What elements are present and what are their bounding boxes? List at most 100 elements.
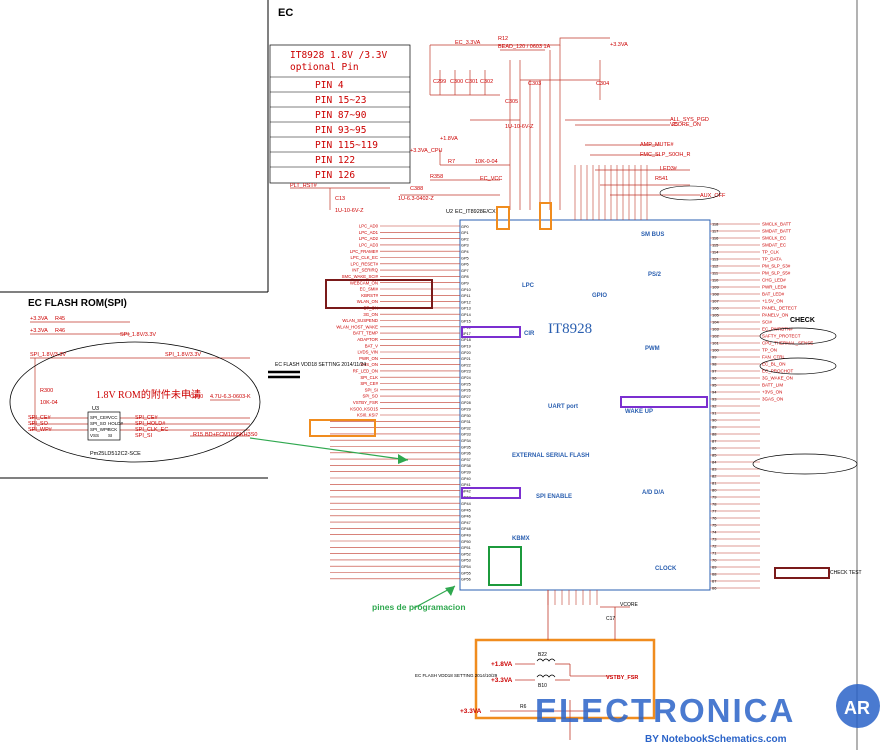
signal-label: RF_LED_ON — [353, 369, 378, 374]
date-note: EC FLASH VDD18 SETTING 2014/10/29 — [415, 673, 498, 678]
pin-number: 87 — [712, 439, 717, 444]
svg-text:R7: R7 — [448, 159, 455, 165]
signal-label: SMDAT_EC — [762, 243, 787, 248]
signal-label: PM_SLP_S5# — [762, 271, 791, 276]
flash-pin: VSS — [90, 433, 99, 438]
signal-label: EC_SMI# — [360, 287, 379, 292]
signal-label: LVDS_VIN — [358, 350, 378, 355]
check-ellipse — [759, 327, 837, 345]
signal-label: LPC_AD3 — [359, 243, 379, 248]
pin-number: 78 — [712, 502, 717, 507]
signal-label: VSTBY_FSR — [353, 400, 378, 405]
flash-pin: SPI_CE# — [90, 415, 109, 420]
pin-label: GP10 — [461, 288, 471, 292]
highlight-3vs-on — [774, 567, 830, 579]
pin-label: GP21 — [461, 357, 471, 361]
programming-label: pines de programacion — [372, 602, 466, 612]
pin-label: GP25 — [461, 382, 471, 386]
highlight-spi-enable — [461, 487, 521, 499]
signal-label: SPI_SI — [365, 387, 378, 392]
signal-label: BAT_V — [365, 343, 378, 348]
svg-text:SPI_SO: SPI_SO — [28, 421, 49, 427]
signal-label: PANEL_DETECT — [762, 306, 797, 311]
pin-label: GP3 — [461, 244, 469, 248]
signal-label: WLAN_ON — [357, 299, 378, 304]
flash-ellipse — [9, 341, 261, 463]
pin-label: GP4 — [461, 250, 469, 254]
highlight-green-ksi — [488, 546, 522, 586]
pin-label: GP42 — [461, 489, 471, 493]
signal-label: BATT_LIM — [762, 383, 783, 388]
pin-number: 90 — [712, 418, 717, 423]
pin-label: GP12 — [461, 300, 471, 304]
pin-number: 92 — [712, 404, 717, 409]
pin-label: GP45 — [461, 508, 471, 512]
signal-label: CHG_LED# — [762, 278, 786, 283]
pin-label: GP51 — [461, 546, 471, 550]
svg-text:25: 25 — [672, 122, 678, 128]
flash-chip — [87, 411, 121, 441]
pin-label: GP44 — [461, 502, 471, 506]
rail-label: +3.3VA — [491, 677, 513, 684]
svg-text:R300: R300 — [40, 388, 53, 394]
flash-wires — [30, 321, 250, 437]
signal-label: PM_SLP_S3# — [762, 264, 791, 269]
svg-text:VCORE: VCORE — [620, 602, 638, 608]
svg-text:C299: C299 — [433, 79, 446, 85]
pin-number: 86 — [712, 446, 717, 451]
signal-label: +1.5V_ON — [762, 299, 783, 304]
signal-label: +3VS_ON — [762, 390, 782, 395]
pin-number: 111 — [712, 271, 719, 276]
svg-text:SPI_WP#: SPI_WP# — [28, 427, 53, 433]
chip-part: EC_IT8928E/CX — [455, 209, 496, 215]
signal-label: PANELV_ON — [762, 313, 788, 318]
power-label: AUX_OFF — [700, 193, 726, 199]
bottom-pin-wires — [547, 590, 598, 605]
svg-text:R12: R12 — [498, 36, 508, 42]
pin-number: 96 — [712, 376, 717, 381]
signal-label: WLAN_HOST_WAKE — [336, 324, 378, 329]
signal-label: ADAPTOR — [357, 337, 378, 342]
block-label: CIR — [524, 331, 535, 337]
signal-label: TP_ON — [762, 348, 777, 353]
pin-label: GP32 — [461, 426, 471, 430]
pin-label: GP29 — [461, 408, 471, 412]
svg-text:PLT_RST#: PLT_RST# — [290, 183, 318, 189]
svg-text:C301: C301 — [465, 79, 478, 85]
signal-label: CPU_THERMAL_SENSE — [762, 341, 813, 346]
highlight-power-select — [474, 638, 656, 720]
pin-number: 102 — [712, 334, 719, 339]
flash-pins: SPI_CE# SPI_SO SPI_WP# VSS VCC HOLD# SCK… — [90, 415, 124, 438]
chip-ref: U2 — [446, 209, 453, 215]
pin-number: 109 — [712, 285, 719, 290]
pin-number: 83 — [712, 467, 717, 472]
svg-text:BD+FCM1005KH3S0: BD+FCM1005KH3S0 — [205, 432, 257, 438]
pin-label: GP56 — [461, 578, 471, 582]
pin-label: GP34 — [461, 439, 471, 443]
signal-label: BATT_TEMP — [353, 331, 378, 336]
svg-text:SPI_1.8V/3.3V: SPI_1.8V/3.3V — [120, 332, 156, 338]
aux-off-marker — [659, 185, 721, 201]
pin-number: 110 — [712, 278, 719, 283]
signal-label: LPC_CLK_EC — [351, 255, 378, 260]
pin-number: 69 — [712, 565, 717, 570]
signal-label: LPC_AD2 — [359, 236, 379, 241]
block-label: LPC — [522, 283, 535, 289]
pin-number: 103 — [712, 327, 719, 332]
block-label: A/D D/A — [642, 490, 665, 496]
signal-label: LPC_RESET# — [351, 261, 379, 266]
signal-label: SMCLK_EC — [762, 236, 787, 241]
pin-label: GP31 — [461, 420, 471, 424]
pin-number: 108 — [712, 292, 719, 297]
svg-text:R541: R541 — [655, 176, 668, 182]
pin-number: 117 — [712, 229, 719, 234]
svg-text:EC FLASH VDD18 SETTING 2014/11: EC FLASH VDD18 SETTING 2014/11/24 — [275, 362, 366, 368]
optional-pin-table: IT8928 1.8V /3.3V optional Pin PIN 4 PIN… — [269, 44, 411, 184]
signal-label: KBRST# — [361, 293, 378, 298]
svg-text:AMP_MUTE#: AMP_MUTE# — [640, 142, 675, 148]
signal-label: SCI# — [762, 320, 773, 325]
flash-pin: SPI_SO — [90, 421, 107, 426]
signal-label: TP_DATA — [762, 257, 782, 262]
pin-label: GP53 — [461, 559, 471, 563]
